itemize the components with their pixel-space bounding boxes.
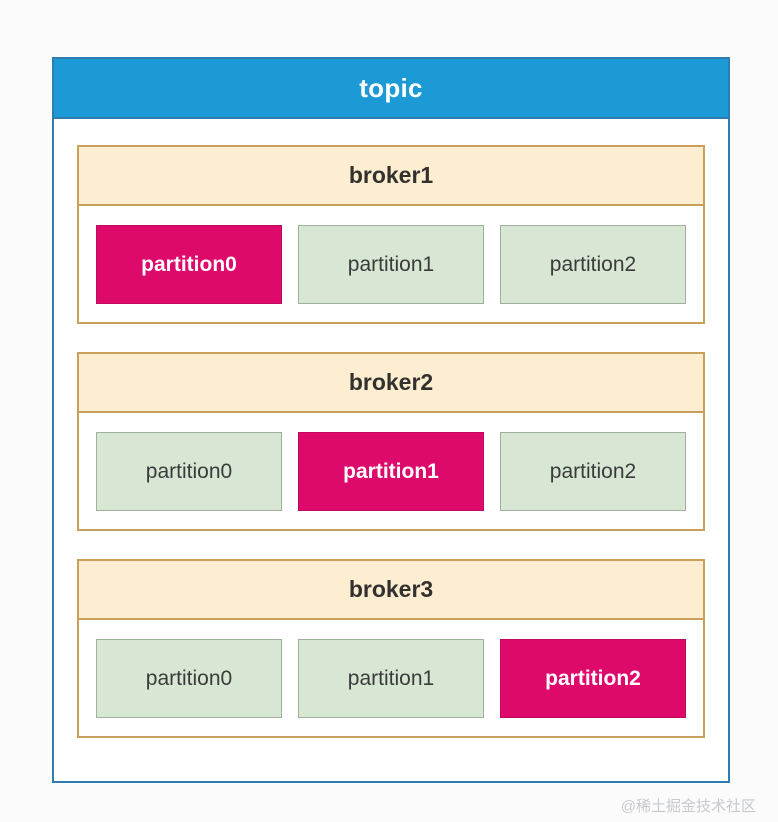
partition-box-b3-p2[interactable]: partition2 (500, 638, 686, 718)
broker-block-1: broker1 partition0 partition1 partition2 (77, 145, 705, 324)
topic-header: topic (54, 59, 728, 119)
broker-block-3: broker3 partition0 partition1 partition2 (77, 559, 705, 738)
partition-row-2: partition0 partition1 partition2 (79, 413, 703, 529)
partition-label-b2-p1: partition1 (343, 459, 439, 483)
partition-label-b3-p1: partition1 (347, 666, 435, 690)
partition-box-b2-p1[interactable]: partition1 (298, 431, 484, 511)
partition-box-b3-p0[interactable]: partition0 (96, 638, 282, 718)
broker-header-3: broker3 (79, 561, 703, 620)
partition-box-b1-p0[interactable]: partition0 (96, 224, 282, 304)
topic-container: topic broker1 partition0 partition1 part… (52, 57, 730, 783)
broker-label-2: broker2 (348, 369, 434, 395)
partition-label-b2-p2: partition2 (549, 459, 637, 483)
partition-box-b2-p2[interactable]: partition2 (500, 431, 686, 511)
partition-row-1: partition0 partition1 partition2 (79, 206, 703, 322)
broker-header-1: broker1 (79, 147, 703, 206)
partition-box-b1-p1[interactable]: partition1 (298, 224, 484, 304)
broker-label-3: broker3 (348, 576, 434, 602)
partition-label-b2-p0: partition0 (145, 459, 233, 483)
partition-label-b1-p2: partition2 (549, 252, 637, 276)
partition-box-b2-p0[interactable]: partition0 (96, 431, 282, 511)
partition-row-3: partition0 partition1 partition2 (79, 620, 703, 736)
partition-label-b3-p0: partition0 (145, 666, 233, 690)
broker-header-2: broker2 (79, 354, 703, 413)
partition-box-b3-p1[interactable]: partition1 (298, 638, 484, 718)
broker-list: broker1 partition0 partition1 partition2 (54, 119, 728, 781)
partition-box-b1-p2[interactable]: partition2 (500, 224, 686, 304)
partition-label-b1-p1: partition1 (347, 252, 435, 276)
partition-label-b3-p2: partition2 (545, 666, 641, 690)
broker-label-1: broker1 (348, 162, 434, 188)
topic-title: topic (359, 73, 423, 103)
partition-label-b1-p0: partition0 (141, 252, 237, 276)
watermark: @稀土掘金技术社区 (620, 798, 756, 815)
broker-block-2: broker2 partition0 partition1 partition2 (77, 352, 705, 531)
